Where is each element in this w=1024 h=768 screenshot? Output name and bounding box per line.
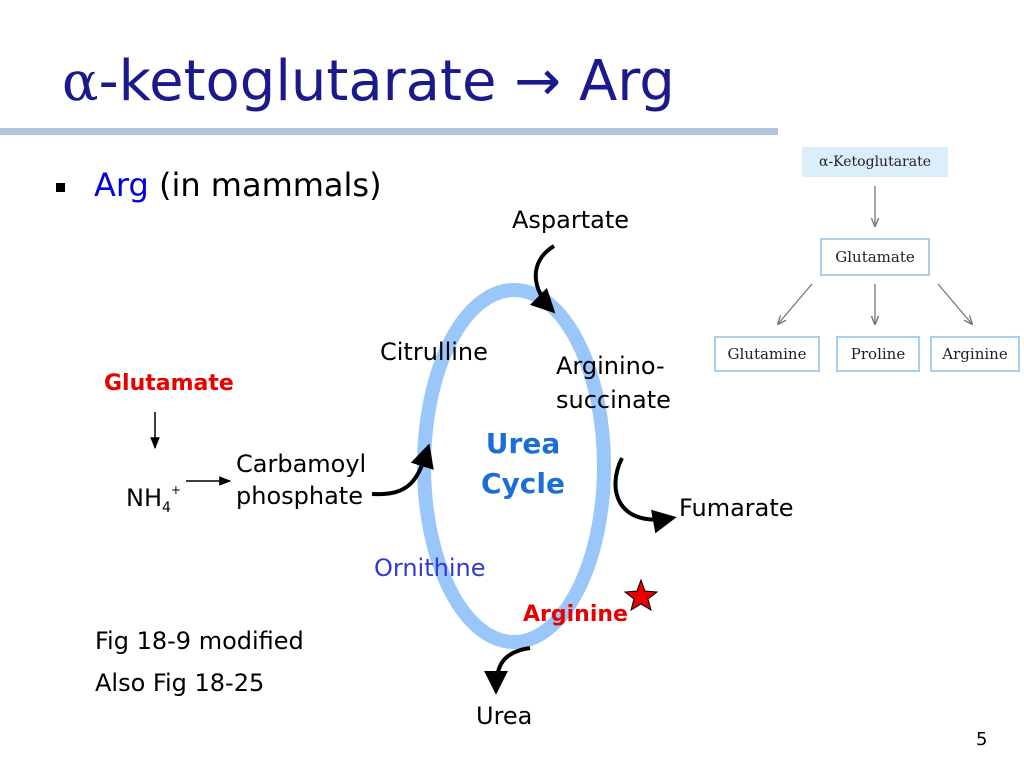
inset-ketoglutarate: α-Ketoglutarate [802, 147, 948, 177]
inset-glutamine-arrow [778, 283, 813, 324]
urea-arrow [484, 646, 531, 695]
urea-cycle-label: Urea Cycle [470, 424, 576, 504]
title-divider [0, 128, 778, 135]
inset-arginine-arrow [937, 283, 972, 324]
carbamoyl-arrow [371, 443, 434, 497]
fumarate-label: Fumarate [679, 494, 794, 522]
aspartate-arrow [529, 244, 556, 314]
inset-glutamate-box: Glutamate [820, 238, 930, 276]
title-target: Arg [578, 49, 675, 114]
star-icon [623, 578, 659, 612]
urea-cycle-line1: Urea [485, 427, 561, 460]
urea-cycle-line2: Cycle [481, 467, 565, 500]
inset-proline-box: Proline [836, 336, 920, 372]
ornithine-label: Ornithine [374, 554, 486, 582]
glutamate-label: Glutamate [104, 371, 234, 396]
nh4-superscript: + [170, 483, 181, 497]
inset-glutamine-box: Glutamine [714, 336, 820, 372]
urea-label: Urea [476, 702, 533, 730]
alpha-symbol: α [62, 50, 99, 113]
carbamoyl-label-line1: Carbamoyl [236, 450, 367, 478]
figure-notes: Fig 18-9 modified Also Fig 18-25 [95, 620, 304, 704]
aspartate-label: Aspartate [512, 206, 630, 234]
page-number: 5 [976, 729, 988, 750]
figure-note-1: Fig 18-9 modified [95, 627, 304, 655]
slide-title: α-ketoglutarate → Arg [62, 40, 675, 124]
nh4-base: NH [126, 484, 162, 512]
bullet-rest: (in mammals) [148, 166, 382, 204]
argininosuccinate-label-line2: succinate [556, 386, 671, 414]
bullet-text: Arg (in mammals) [94, 163, 382, 207]
title-text: -ketoglutarate [98, 49, 497, 114]
inset-arginine-box: Arginine [930, 336, 1020, 372]
fumarate-arrow [613, 457, 677, 534]
figure-note-2: Also Fig 18-25 [95, 669, 265, 697]
nh4-subscript: 4 [162, 500, 171, 516]
nh4-label: NH4 + [126, 476, 181, 522]
carbamoyl-label-line2: phosphate [236, 482, 363, 510]
bullet-highlight: Arg [94, 166, 149, 204]
title-arrow-icon: → [514, 49, 562, 114]
bullet-square-icon [56, 183, 65, 192]
argininosuccinate-label-line1: Arginino- [556, 352, 665, 380]
arginine-label: Arginine [523, 602, 628, 627]
citrulline-label: Citrulline [380, 338, 488, 366]
